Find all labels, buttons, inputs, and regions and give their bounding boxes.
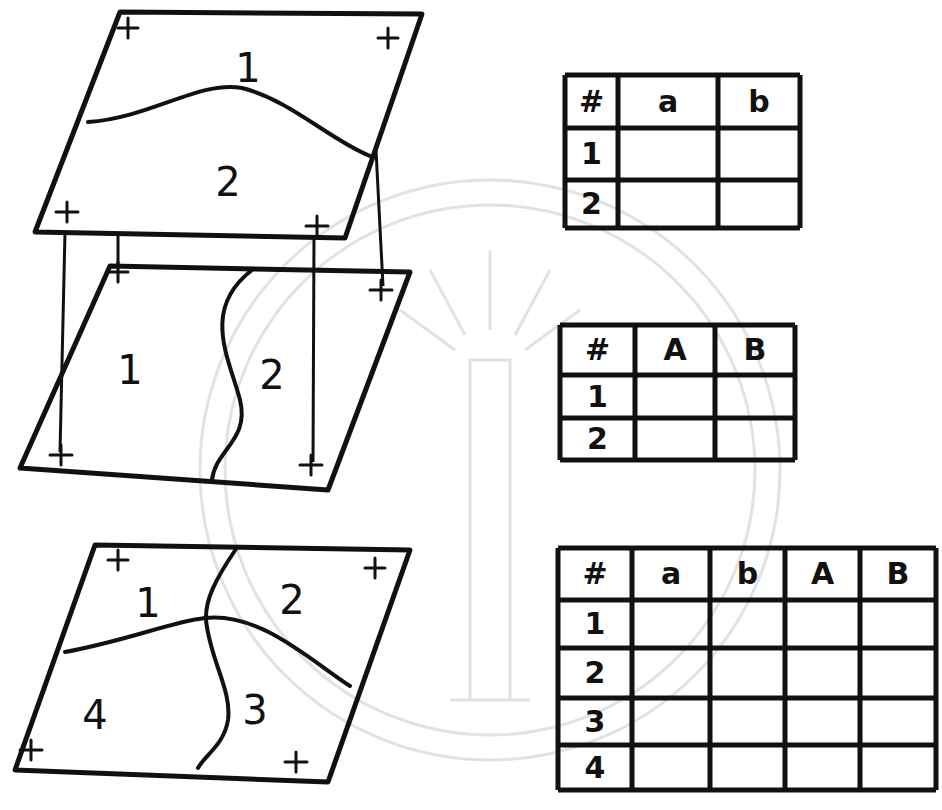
table-cell: # [582,559,607,589]
table-cell: 1 [587,382,608,412]
table-cell: B [744,335,767,365]
region-number: 2 [279,580,304,620]
table-cell: A [663,335,686,365]
table-cell: 4 [585,753,606,783]
table-cell: b [748,87,769,117]
table-cell: b [737,559,758,589]
map-layer: 12 [30,8,425,243]
layer-outline [30,8,425,243]
region-number: 1 [117,350,142,390]
table-cell: 2 [587,424,608,454]
region-boundaries [65,87,370,768]
layer-outline [15,262,415,492]
attribute-table-grid [558,75,936,790]
table-cell: # [585,335,610,365]
map-layer: 12 [15,262,415,492]
table-cell: a [661,559,681,589]
table-cell: 2 [581,189,602,219]
table-cell: # [579,87,604,117]
region-number: 1 [235,48,260,88]
table-cell: 2 [585,658,606,688]
table-cell: 1 [581,139,602,169]
map-layer: 1 2 4 3 [10,540,415,785]
region-number: 4 [82,695,107,735]
region-number: 2 [215,162,240,202]
region-number: 2 [259,355,284,395]
layer-outline [10,540,415,785]
projection-line [117,234,120,266]
table-cell: B [887,559,910,589]
watermark-seal [200,180,780,760]
table-cell: a [658,87,678,117]
table-cell: 3 [585,707,606,737]
projection-line [376,150,383,286]
table-cell: A [811,559,834,589]
region-number: 3 [242,690,267,730]
table-cell: 1 [585,609,606,639]
registration-marks [20,18,398,772]
projection-line [60,232,65,452]
region-number: 1 [135,583,160,623]
